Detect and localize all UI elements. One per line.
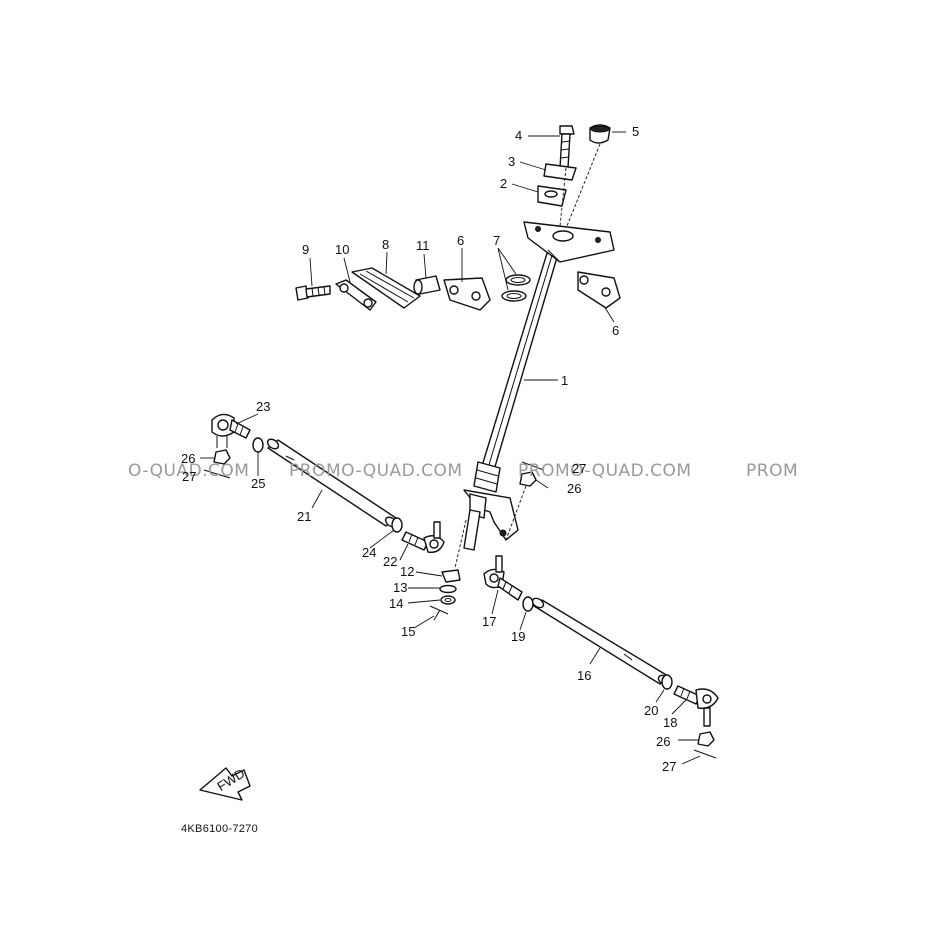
callout-24: 24 — [362, 545, 376, 560]
watermark-right: PROMO-QUAD.COM — [518, 461, 692, 481]
callout-25: 25 — [251, 476, 265, 491]
watermark-row: O-QUAD.COM PROMO-QUAD.COM PROMO-QUAD.COM… — [128, 461, 798, 481]
callout-3: 3 — [508, 154, 515, 169]
callout-9: 9 — [302, 242, 309, 257]
callout-26-middle: 26 — [567, 481, 581, 496]
callout-8: 8 — [382, 237, 389, 252]
callout-17: 17 — [482, 614, 496, 629]
callout-13: 13 — [393, 580, 407, 595]
callout-21: 21 — [297, 509, 311, 524]
callout-7: 7 — [493, 233, 500, 248]
callout-10: 10 — [335, 242, 349, 257]
callout-2: 2 — [500, 176, 507, 191]
callout-4: 4 — [515, 128, 522, 143]
callout-5: 5 — [632, 124, 639, 139]
callout-16: 16 — [577, 668, 591, 683]
callout-18: 18 — [663, 715, 677, 730]
callout-27-right: 27 — [662, 759, 676, 774]
callout-23: 23 — [256, 399, 270, 414]
callout-19: 19 — [511, 629, 525, 644]
watermark-center: PROMO-QUAD.COM — [289, 461, 463, 481]
callout-1: 1 — [561, 373, 568, 388]
callout-20: 20 — [644, 703, 658, 718]
column-holder-group — [295, 267, 621, 311]
callout-6-right: 6 — [612, 323, 619, 338]
callout-26-right: 26 — [656, 734, 670, 749]
watermark-edge: PROM — [746, 461, 798, 481]
column-bottom-parts — [429, 519, 467, 621]
callout-27-middle: 27 — [572, 461, 586, 476]
drawing-code: 4KB6100-7270 — [181, 823, 258, 835]
callout-27-left: 27 — [182, 469, 196, 484]
steering-column — [463, 221, 615, 551]
upper-fasteners — [537, 124, 611, 227]
callout-15: 15 — [401, 624, 415, 639]
callout-12: 12 — [400, 564, 414, 579]
tie-rod-left — [203, 413, 445, 553]
tie-rod-right — [483, 461, 719, 759]
callout-22: 22 — [383, 554, 397, 569]
leader-lines — [200, 131, 701, 765]
callout-26-left: 26 — [181, 451, 195, 466]
callout-labels: 1 2 3 4 5 6 6 7 8 9 10 11 12 13 14 15 16… — [181, 124, 677, 774]
callout-6-left: 6 — [457, 233, 464, 248]
fwd-arrow-icon: FWD — [199, 766, 251, 801]
callout-11: 11 — [416, 238, 430, 253]
callout-14: 14 — [389, 596, 403, 611]
watermark-left: O-QUAD.COM — [128, 461, 249, 481]
